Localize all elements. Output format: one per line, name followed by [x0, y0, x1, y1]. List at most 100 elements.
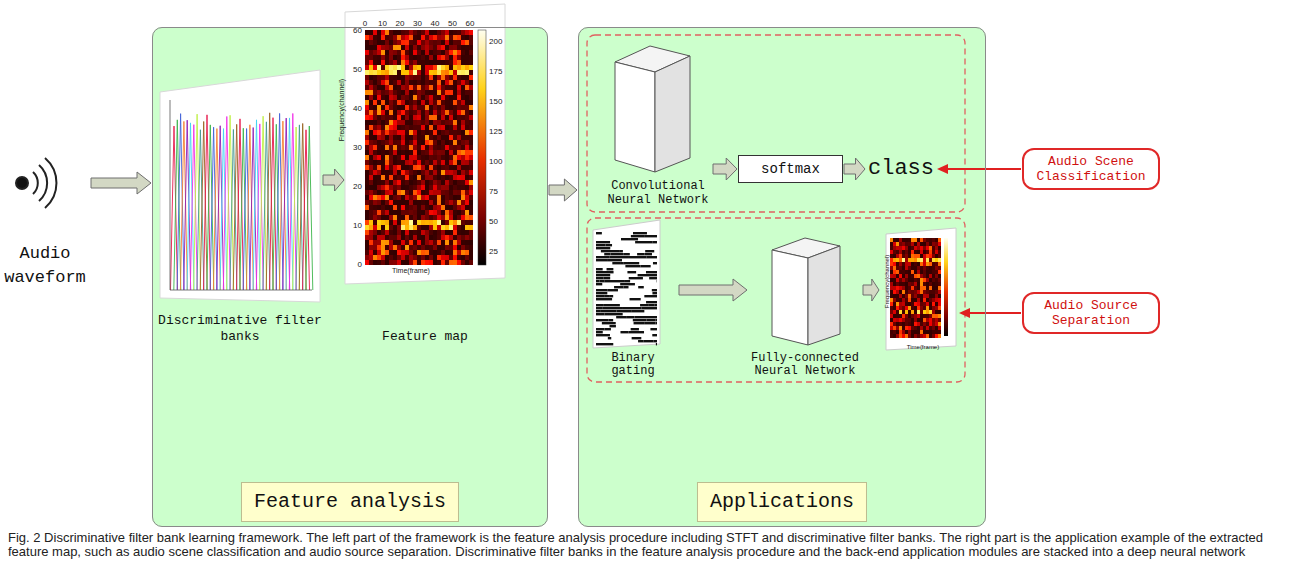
heatmap-cell	[425, 240, 429, 245]
heatmap-cell	[920, 334, 923, 338]
heatmap-cell	[389, 125, 393, 130]
heatmap-cell	[425, 225, 429, 230]
mask-bar	[596, 247, 610, 249]
heatmap-cell	[896, 306, 899, 310]
heatmap-cell	[914, 322, 917, 326]
heatmap-cell	[465, 65, 469, 70]
heatmap-cell	[911, 334, 914, 338]
dashed-group-box	[587, 218, 965, 382]
heatmap-cell	[453, 240, 457, 245]
heatmap-cell	[469, 225, 473, 230]
heatmap-cell	[425, 250, 429, 255]
mask-bar	[621, 238, 633, 240]
heatmap-cell	[409, 120, 413, 125]
heatmap-cell	[417, 50, 421, 55]
heatmap-cell	[409, 130, 413, 135]
heatmap-cell	[393, 80, 397, 85]
heatmap-cell	[437, 120, 441, 125]
heatmap-cell	[457, 35, 461, 40]
heatmap-cell	[433, 100, 437, 105]
heatmap-cell	[908, 242, 911, 246]
heatmap-cell	[893, 290, 896, 294]
heatmap-cell	[441, 160, 445, 165]
heatmap-cell	[409, 220, 413, 225]
heatmap-cell	[429, 100, 433, 105]
heatmap-cell	[405, 220, 409, 225]
heatmap-cell	[449, 155, 453, 160]
output-map-node: Frequency(channel)Time(frame)	[880, 228, 958, 354]
flow-arrow	[959, 308, 1021, 318]
heatmap-cell	[433, 130, 437, 135]
heatmap-cell	[381, 35, 385, 40]
heatmap-cell	[905, 290, 908, 294]
heatmap-cell	[413, 165, 417, 170]
heatmap-cell	[369, 250, 373, 255]
heatmap-cell	[413, 200, 417, 205]
mask-bar	[633, 232, 647, 234]
heatmap-cell	[393, 220, 397, 225]
heatmap-cell	[365, 175, 369, 180]
heatmap-cell	[465, 200, 469, 205]
heatmap-cell	[437, 55, 441, 60]
heatmap-cell	[389, 235, 393, 240]
heatmap-cell	[441, 65, 445, 70]
axis-tick: 60	[462, 19, 478, 28]
heatmap-cell	[425, 105, 429, 110]
heatmap-cell	[445, 140, 449, 145]
heatmap-cell	[373, 200, 377, 205]
heatmap-cell	[425, 135, 429, 140]
heatmap-cell	[453, 110, 457, 115]
axis-title: Time(frame)	[392, 267, 430, 275]
heatmap-cell	[397, 140, 401, 145]
heatmap-cell	[401, 245, 405, 250]
heatmap-cell	[469, 135, 473, 140]
heatmap-cell	[373, 150, 377, 155]
heatmap-cell	[433, 135, 437, 140]
heatmap-cell	[397, 215, 401, 220]
heatmap-cell	[441, 230, 445, 235]
heatmap-cell	[923, 294, 926, 298]
heatmap-cell	[445, 180, 449, 185]
heatmap-cell	[381, 240, 385, 245]
heatmap-cell	[409, 210, 413, 215]
heatmap-cell	[369, 75, 373, 80]
heatmap-cell	[397, 40, 401, 45]
heatmap-cell	[461, 165, 465, 170]
heatmap-cell	[401, 120, 405, 125]
heatmap-cell	[405, 165, 409, 170]
heatmap-cell	[409, 90, 413, 95]
heatmap-cell	[369, 135, 373, 140]
heatmap-cell	[896, 326, 899, 330]
axis-tick: 50	[347, 65, 362, 74]
heatmap-cell	[365, 165, 369, 170]
heatmap-cell	[932, 238, 935, 242]
heatmap-cell	[926, 314, 929, 318]
panel-fill	[578, 27, 986, 527]
mask-bar	[644, 253, 652, 255]
mask-bar	[614, 286, 623, 288]
heatmap-cell	[421, 105, 425, 110]
heatmap-cell	[369, 220, 373, 225]
heatmap-cell	[377, 105, 381, 110]
heatmap-cell	[932, 294, 935, 298]
heatmap-cell	[457, 75, 461, 80]
heatmap-cell	[417, 245, 421, 250]
heatmap-cell	[409, 205, 413, 210]
heatmap-cell	[896, 330, 899, 334]
heatmap-cell	[899, 322, 902, 326]
heatmap-cell	[385, 60, 389, 65]
heatmap-cell	[369, 205, 373, 210]
heatmap-cell	[417, 155, 421, 160]
mask-bar	[625, 265, 640, 267]
heatmap-cell	[413, 50, 417, 55]
heatmap-cell	[433, 85, 437, 90]
heatmap-cell	[469, 40, 473, 45]
heatmap-cell	[409, 195, 413, 200]
heatmap-cell	[923, 306, 926, 310]
heatmap-cell	[401, 95, 405, 100]
heatmap-cell	[413, 260, 417, 265]
stage-panel: Feature analysisDiscriminative filter ba…	[152, 27, 548, 527]
heatmap-cell	[421, 70, 425, 75]
heatmap-cell	[373, 125, 377, 130]
heatmap-cell	[457, 245, 461, 250]
